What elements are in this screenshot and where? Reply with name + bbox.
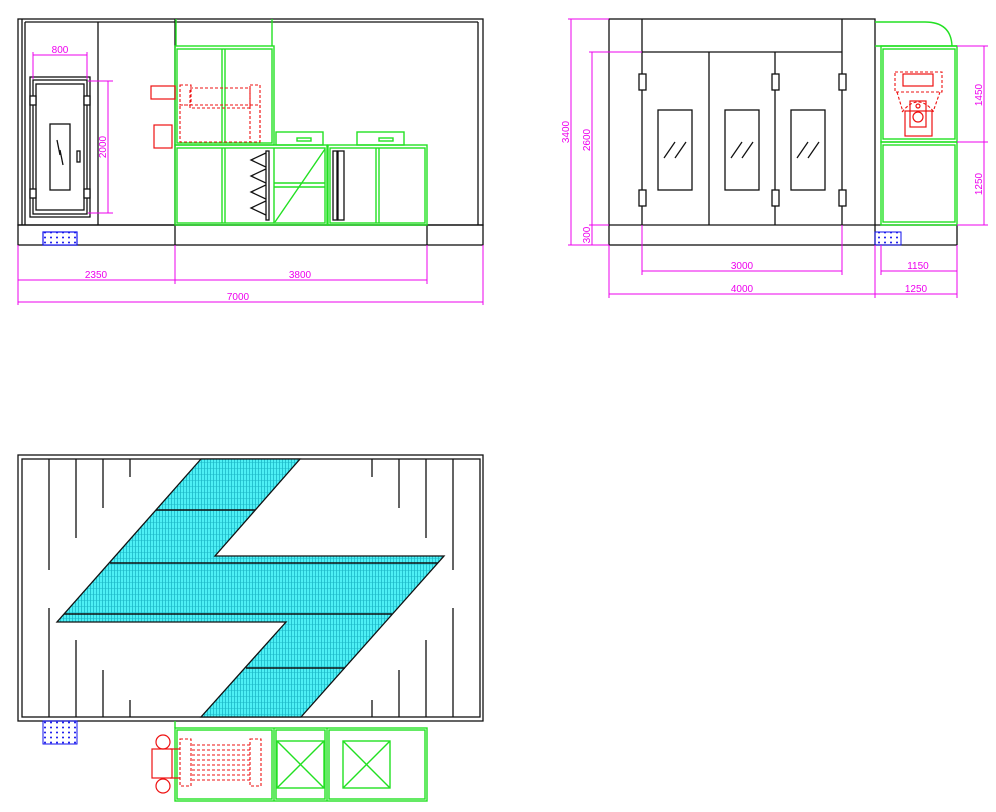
dim-upper-module: 1450 [974, 83, 985, 106]
hinge-icon [29, 188, 37, 199]
hinge-icon [638, 73, 647, 91]
dim-lower-module: 1250 [974, 172, 985, 195]
door-window [724, 109, 760, 191]
dim-total-height: 3400 [561, 120, 572, 143]
personnel-door [29, 76, 91, 218]
floor-grille [55, 458, 446, 718]
door-window [790, 109, 826, 191]
plan-burner [151, 734, 262, 794]
dim-module-inner-width: 1150 [907, 261, 929, 272]
burner [150, 84, 261, 149]
hinge-icon [771, 73, 780, 91]
fan-box-icon [342, 740, 391, 789]
drain-pit [42, 720, 78, 745]
hinge-icon [838, 189, 847, 207]
hinge-icon [83, 95, 91, 106]
dim-module-width: 1250 [905, 284, 928, 295]
door-handle-icon [76, 150, 81, 163]
plan-air-unit [174, 721, 428, 802]
dim-base-height: 300 [582, 226, 593, 243]
dim-door-width: 3000 [731, 261, 754, 272]
dim-right-section: 3800 [289, 270, 312, 281]
drain-pit [874, 231, 902, 246]
side-view: 3400 2600 300 1450 1250 3000 4000 1150 1… [561, 18, 988, 298]
side-dimensions: 3400 2600 300 1450 1250 3000 4000 1150 1… [561, 18, 988, 298]
booth-base [17, 224, 484, 246]
side-air-unit [875, 21, 958, 226]
hinge-icon [838, 73, 847, 91]
front-view: 800 2000 2350 3800 7000 [17, 18, 484, 305]
hinge-icon [638, 189, 647, 207]
dim-door-height: 2600 [582, 128, 593, 151]
plan-view [17, 454, 484, 802]
dim-door-width: 800 [52, 45, 69, 56]
floor-ribs [48, 459, 454, 717]
main-doors [638, 73, 847, 207]
front-dimensions: 800 2000 2350 3800 7000 [17, 45, 484, 305]
fan-box-icon [276, 740, 325, 789]
hinge-icon [771, 189, 780, 207]
dim-door-height: 2000 [98, 135, 109, 158]
door-window [657, 109, 693, 191]
dim-booth-width: 4000 [731, 284, 754, 295]
air-handling-unit [174, 19, 428, 226]
dim-total-length: 7000 [227, 292, 250, 303]
hinge-icon [29, 95, 37, 106]
dim-left-section: 2350 [85, 270, 108, 281]
hinge-icon [83, 188, 91, 199]
